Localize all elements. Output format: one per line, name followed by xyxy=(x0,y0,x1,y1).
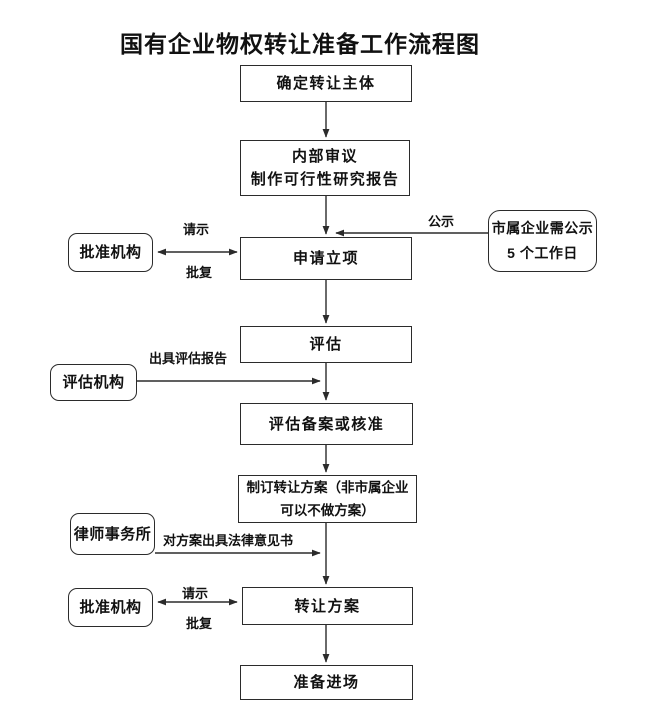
node-label: 申请立项 xyxy=(292,250,359,267)
node-evaluation-org: 评估机构 xyxy=(50,364,137,401)
node-evaluate-record: 评估备案或核准 xyxy=(240,403,413,445)
node-label: 批准机构 xyxy=(79,244,142,261)
edge-label-reply-bottom: 批复 xyxy=(185,616,213,631)
node-transfer-plan: 转让方案 xyxy=(242,587,413,625)
node-label-line1: 市属企业需公示 xyxy=(491,220,594,236)
node-approval-org-bottom: 批准机构 xyxy=(68,588,153,627)
node-label: 批准机构 xyxy=(79,599,142,616)
node-label: 准备进场 xyxy=(293,674,360,691)
node-determine-subject: 确定转让主体 xyxy=(240,65,412,102)
node-approval-org-top: 批准机构 xyxy=(68,233,153,272)
node-label: 评估 xyxy=(309,336,343,353)
node-evaluate: 评估 xyxy=(240,326,412,363)
edge-label-reply-top: 批复 xyxy=(185,265,213,280)
node-label-line2: 制作可行性研究报告 xyxy=(250,171,400,188)
edge-label-evaluation-report: 出具评估报告 xyxy=(148,351,228,366)
node-label-line1: 内部审议 xyxy=(291,148,358,165)
node-apply-project: 申请立项 xyxy=(240,237,412,280)
node-prepare-entry: 准备进场 xyxy=(240,665,413,700)
node-label-line2: 可以不做方案） xyxy=(280,503,375,518)
node-label: 评估机构 xyxy=(62,374,125,391)
node-label-line1: 制订转让方案（非市属企业 xyxy=(246,480,409,495)
diagram-title: 国有企业物权转让准备工作流程图 xyxy=(120,31,480,57)
node-label-line2: 5 个工作日 xyxy=(507,245,578,261)
node-public-notice: 市属企业需公示 5 个工作日 xyxy=(488,210,597,272)
node-label: 确定转让主体 xyxy=(276,75,376,92)
node-label: 评估备案或核准 xyxy=(268,415,385,433)
node-label: 转让方案 xyxy=(294,597,361,615)
node-label: 律师事务所 xyxy=(73,525,152,543)
edge-label-request-top: 请示 xyxy=(182,222,210,237)
node-draft-plan: 制订转让方案（非市属企业 可以不做方案） xyxy=(238,475,417,523)
edge-label-request-bottom: 请示 xyxy=(181,586,209,601)
node-internal-review: 内部审议 制作可行性研究报告 xyxy=(240,140,410,196)
edge-label-public-notice: 公示 xyxy=(427,214,455,229)
edge-label-legal-opinion: 对方案出具法律意见书 xyxy=(162,533,294,548)
node-law-firm: 律师事务所 xyxy=(70,513,155,555)
